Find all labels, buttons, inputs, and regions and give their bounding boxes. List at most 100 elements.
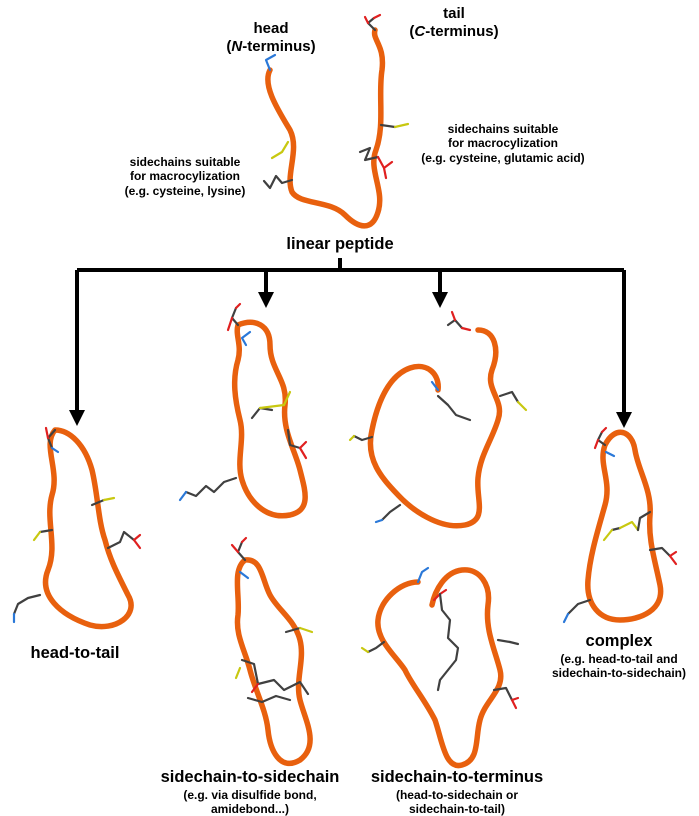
sulfur-bond <box>258 403 286 410</box>
sidechains <box>12 426 142 624</box>
s2s-peptide-disulfide <box>178 302 308 519</box>
carbon-bond <box>446 318 464 330</box>
tail-carboxyl <box>366 16 377 32</box>
tail-paren: ( <box>409 23 415 40</box>
head-subtitle: (N-terminus) <box>216 38 326 56</box>
carbon-bond <box>12 593 42 616</box>
carbon-bond <box>366 640 386 654</box>
carbon-bond <box>610 526 622 532</box>
carbon-bond <box>380 503 402 522</box>
cys-right <box>379 123 397 129</box>
s2s-peptide-amide <box>230 536 314 767</box>
s2t-peptide-bottom <box>360 566 520 769</box>
carbon-bond <box>284 626 302 634</box>
oxygen-bond <box>298 440 308 460</box>
backbone <box>367 327 503 529</box>
arrowhead-head-to-tail <box>69 410 85 426</box>
carbon-bond <box>38 528 54 534</box>
nitrogen-bond <box>416 566 430 584</box>
sulfur-bond <box>298 626 314 634</box>
head-terminus: -terminus) <box>242 38 316 55</box>
oxygen-bond <box>376 155 394 180</box>
head-to-tail-title: head-to-tail <box>30 644 120 662</box>
arrowhead-complex <box>616 412 632 428</box>
nitrogen-bond <box>562 612 570 624</box>
sulfur-bond <box>360 646 370 654</box>
complex-sub1: (e.g. head-to-tail and <box>560 651 678 666</box>
sulfur-bond <box>602 528 614 542</box>
carbon-bond <box>436 592 460 692</box>
head-paren: ( <box>226 38 232 55</box>
oxygen-bond <box>44 426 50 440</box>
sc-left-line1: sidechains suitable <box>129 155 241 169</box>
carbon-bond <box>436 394 472 422</box>
arrowhead-sidechain-to-sidechain <box>258 292 274 308</box>
sulfur-bond <box>348 434 356 442</box>
sc-left-line3: (e.g. cysteine, lysine) <box>124 183 246 198</box>
sidechains-right-label: sidechains suitable for macrocylization … <box>408 122 598 165</box>
s2t-sub2: sidechain-to-tail) <box>408 802 505 816</box>
sidechains <box>348 310 528 524</box>
sulfur-bond <box>102 496 116 502</box>
glu-right <box>358 146 380 162</box>
s2s-sub1: (e.g. via disulfide bond, <box>183 787 317 802</box>
sulfur-bond <box>393 122 410 129</box>
carbon-bond <box>498 390 520 404</box>
carbon-bond <box>90 498 106 507</box>
carbon-bond <box>566 598 592 616</box>
complex-peptide <box>562 426 678 624</box>
head-label: head (N-terminus) <box>216 20 326 56</box>
head-to-tail-peptide <box>12 426 142 630</box>
sulfur-bond <box>516 400 528 412</box>
cys-left <box>270 140 290 160</box>
carbon-bond <box>492 686 514 702</box>
backbone <box>375 567 504 769</box>
carbon-bond <box>246 694 292 704</box>
oxygen-bond <box>132 533 142 550</box>
backbone <box>42 427 134 630</box>
sulfur-bond <box>282 390 292 407</box>
complex-label: complex (e.g. head-to-tail and sidechain… <box>540 632 698 681</box>
s2s-title: sidechain-to-sidechain <box>160 768 340 786</box>
linear-peptide <box>262 13 410 229</box>
s2s-label: sidechain-to-sidechain (e.g. via disulfi… <box>150 768 350 816</box>
carbon-bond <box>106 530 136 550</box>
oxygen-bond <box>510 696 520 710</box>
carbon-bond <box>596 430 607 447</box>
head-title: head <box>253 20 289 37</box>
sidechains <box>262 13 410 190</box>
arrowhead-sidechain-to-terminus <box>432 292 448 308</box>
oxygen-bond <box>432 588 448 602</box>
lys-left <box>262 174 294 190</box>
sidechains <box>178 302 308 502</box>
sc-right-line1: sidechains suitable <box>447 122 559 136</box>
oxygen-bond <box>668 550 678 566</box>
tail-title: tail <box>443 5 465 22</box>
branch-arrows <box>69 258 632 428</box>
tail-c-letter: C <box>414 23 426 40</box>
complex-sub2: sidechain-to-sidechain) <box>551 666 687 681</box>
carbon-bond <box>648 546 672 558</box>
oxygen-bond <box>226 302 242 332</box>
tail-label: tail (C-terminus) <box>398 5 510 41</box>
nitrogen-bond <box>240 330 252 347</box>
s2t-peptide-top <box>348 310 528 529</box>
backbone <box>234 557 313 767</box>
sidechains <box>562 426 678 624</box>
carbon-bond <box>250 406 274 420</box>
carbon-bond <box>636 510 652 532</box>
carbon-bond <box>230 306 240 327</box>
sidechains-left-label: sidechains suitable for macrocylization … <box>110 155 260 198</box>
sc-left-line2: for macrocylization <box>129 169 241 184</box>
nitrogen-bond <box>430 380 440 392</box>
sidechains <box>360 566 520 710</box>
sulfur-bond <box>32 530 42 542</box>
backbone <box>231 319 308 519</box>
complex-title: complex <box>585 632 653 650</box>
s2t-title: sidechain-to-terminus <box>370 768 544 786</box>
oxygen-bond <box>363 13 382 25</box>
carbon-bond <box>508 640 520 646</box>
nitrogen-bond <box>604 450 616 458</box>
